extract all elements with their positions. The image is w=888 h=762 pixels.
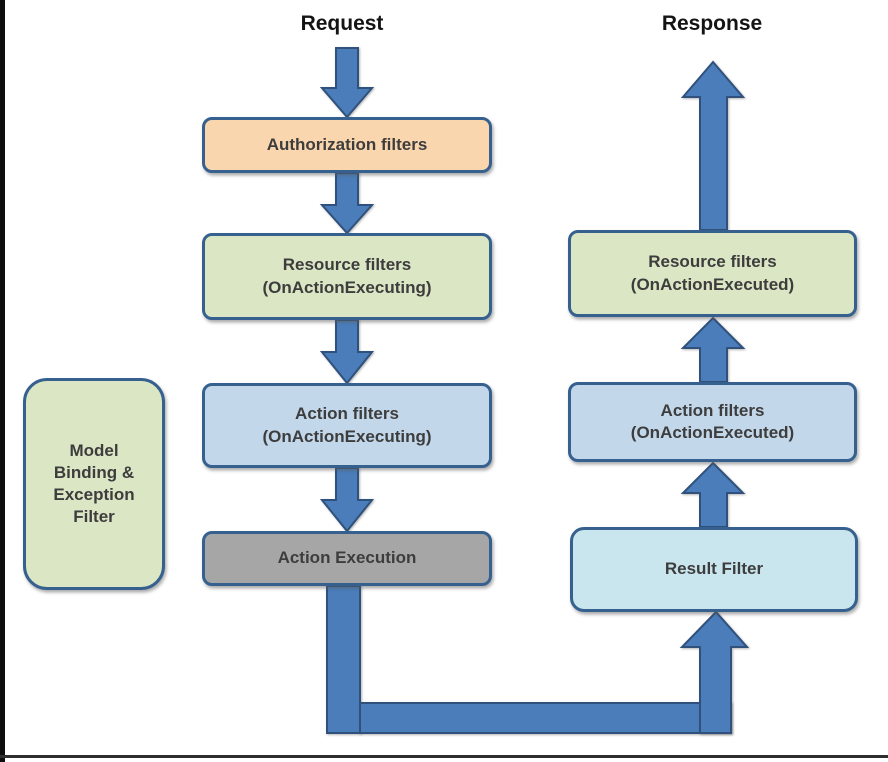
- model-binding-exception-filter-box: Model Binding & Exception Filter: [23, 378, 165, 590]
- left-black-border: [0, 0, 5, 762]
- connector-to-result-up-arrow-icon: [679, 610, 750, 734]
- action-filters-executed-box: Action filters (OnActionExecuted): [568, 382, 857, 462]
- result-filter-box: Result Filter: [570, 527, 858, 612]
- action-execution-box: Action Execution: [202, 531, 492, 586]
- execution-connector-vertical-bar: [326, 585, 361, 734]
- response-title: Response: [661, 12, 763, 35]
- bottom-border-line: [0, 755, 888, 758]
- resource-to-response-up-arrow-icon: [680, 60, 746, 231]
- resource-filters-executing-box: Resource filters (OnActionExecuting): [202, 233, 492, 320]
- execution-connector-horizontal-bar: [359, 702, 732, 734]
- authorization-filters-box: Authorization filters: [202, 117, 492, 173]
- action-filters-executing-box: Action filters (OnActionExecuting): [202, 383, 492, 468]
- resource-to-action-down-arrow-icon: [319, 319, 375, 385]
- request-down-arrow-icon: [319, 47, 375, 119]
- auth-to-resource-down-arrow-icon: [319, 172, 375, 235]
- action-to-execution-down-arrow-icon: [319, 467, 375, 533]
- resource-filters-executed-box: Resource filters (OnActionExecuted): [568, 230, 857, 317]
- result-to-action-up-arrow-icon: [680, 461, 746, 528]
- request-title: Request: [300, 12, 384, 35]
- action-to-resource-up-arrow-icon: [680, 316, 746, 383]
